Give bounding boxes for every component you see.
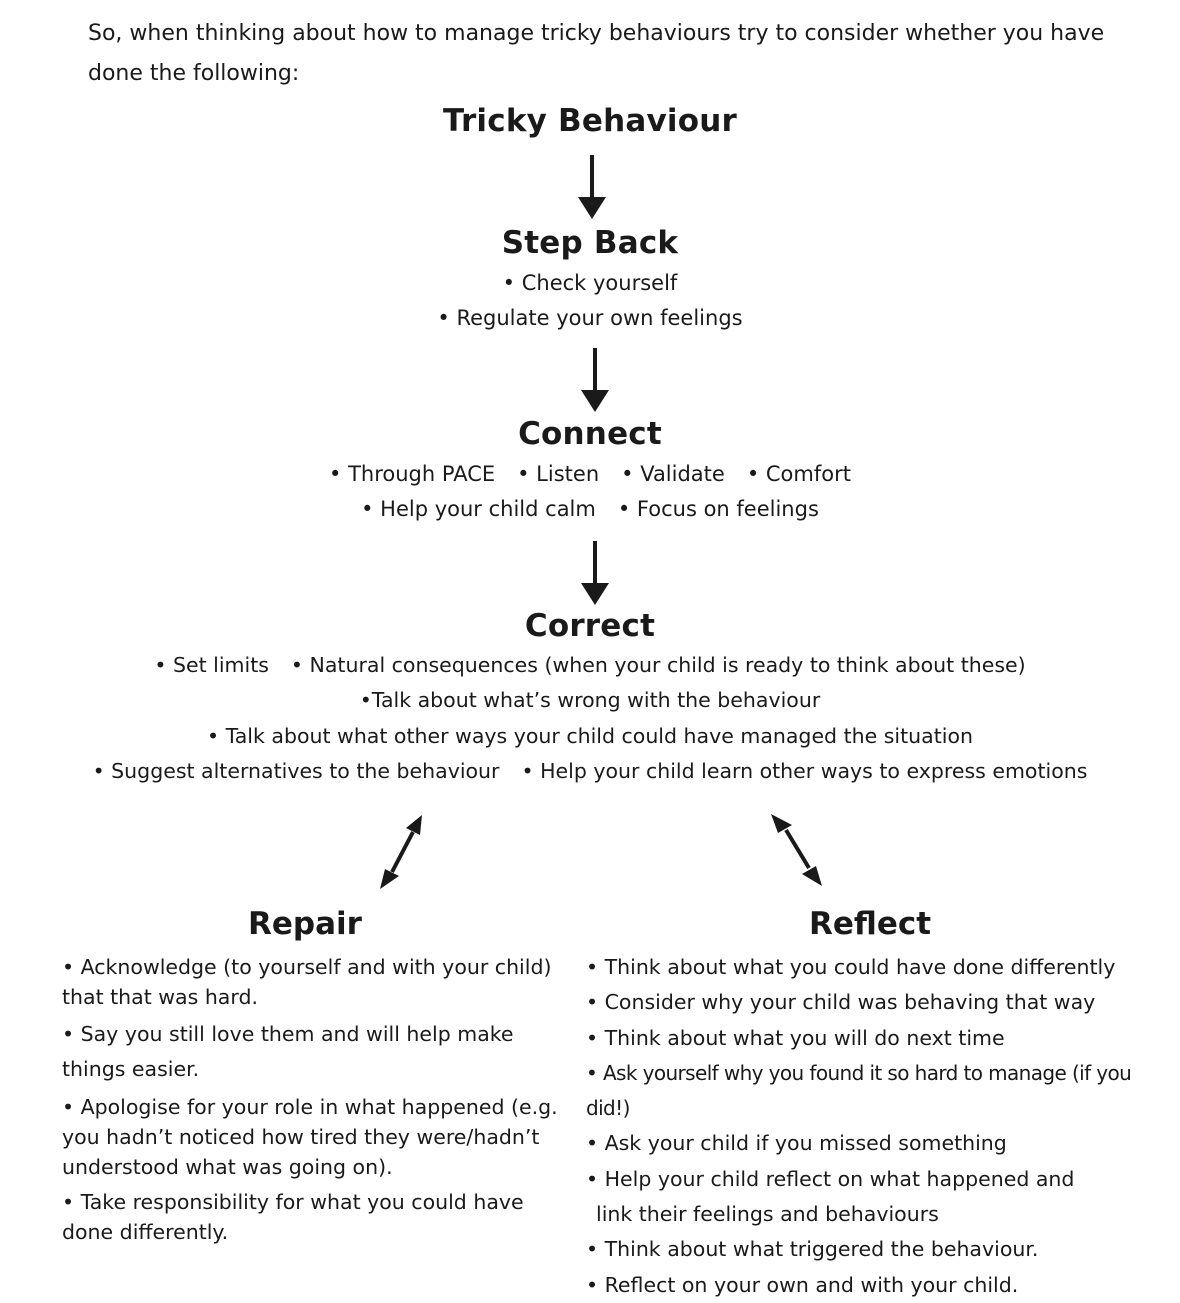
list-item: • Think about what you could have done d… (586, 955, 1116, 979)
step-back-item: • Regulate your own feelings (437, 306, 743, 330)
correct-heading: Correct (524, 608, 656, 644)
list-item: • Consider why your child was behaving t… (586, 990, 1096, 1015)
correct-line-2: •Talk about what’s wrong with the behavi… (359, 688, 821, 712)
repair-list: • Acknowledge (to yourself and with your… (62, 952, 562, 1252)
correct-item: • Suggest alternatives to the behaviour (92, 759, 500, 783)
reflect-heading: Reflect (808, 906, 932, 942)
connect-item: • Through PACE (329, 462, 496, 486)
list-item: • Help your child reflect on what happen… (586, 1166, 1075, 1191)
correct-line-3: • Talk about what other ways your child … (207, 724, 973, 748)
connect-item: • Validate (621, 462, 725, 486)
connect-item: • Comfort (746, 462, 851, 486)
connect-heading: Connect (518, 416, 662, 452)
connect-line-2: • Help your child calm • Focus on feeling… (0, 497, 1180, 521)
repair-heading: Repair (248, 906, 362, 942)
correct-line-4: • Suggest alternatives to the behaviour •… (0, 759, 1180, 783)
list-item: • Acknowledge (to yourself and with your… (62, 955, 552, 1009)
list-item: • Reflect on your own and with your chil… (586, 1272, 1019, 1297)
list-item: • Ask yourself why you found it so hard … (586, 1060, 1132, 1121)
reflect-list: • Think about what you could have done d… (586, 950, 1166, 1303)
connect-item: • Listen (517, 462, 600, 486)
correct-line-1: • Set limits • Natural consequences (when… (0, 653, 1180, 677)
list-item: • Take responsibility for what you could… (62, 1190, 524, 1244)
step-back-heading: Step Back (501, 225, 679, 261)
list-item: • Say you still love them and will help … (62, 1022, 514, 1081)
step-back-item: • Check yourself (502, 271, 678, 295)
connect-item: • Help your child calm (361, 497, 596, 521)
down-arrow-icon (581, 541, 609, 605)
double-arrow-icon (380, 815, 422, 889)
correct-item: • Help your child learn other ways to ex… (521, 759, 1088, 783)
double-arrow-icon (771, 814, 822, 886)
list-item: • Ask your child if you missed something (586, 1131, 1007, 1156)
list-item: • Apologise for your role in what happen… (62, 1095, 558, 1179)
continuation-text: link their feelings and behaviours (596, 1202, 939, 1227)
intro-text: So, when thinking about how to manage tr… (88, 21, 1105, 86)
down-arrow-icon (578, 155, 606, 219)
connect-line-1: • Through PACE • Listen • Validate • Comfor… (0, 462, 1180, 486)
correct-item: • Natural consequences (when your child … (290, 653, 1026, 677)
list-item: • Think about what you will do next time (586, 1025, 1005, 1050)
connect-item: • Focus on feelings (617, 497, 819, 521)
list-item-continuation: link their feelings and behaviours (586, 1197, 1166, 1232)
correct-item: • Set limits (154, 653, 269, 677)
down-arrow-icon (581, 348, 609, 412)
list-item: • Think about what triggered the behavio… (586, 1237, 1039, 1262)
tricky-behaviour-heading: Tricky Behaviour (443, 103, 737, 139)
